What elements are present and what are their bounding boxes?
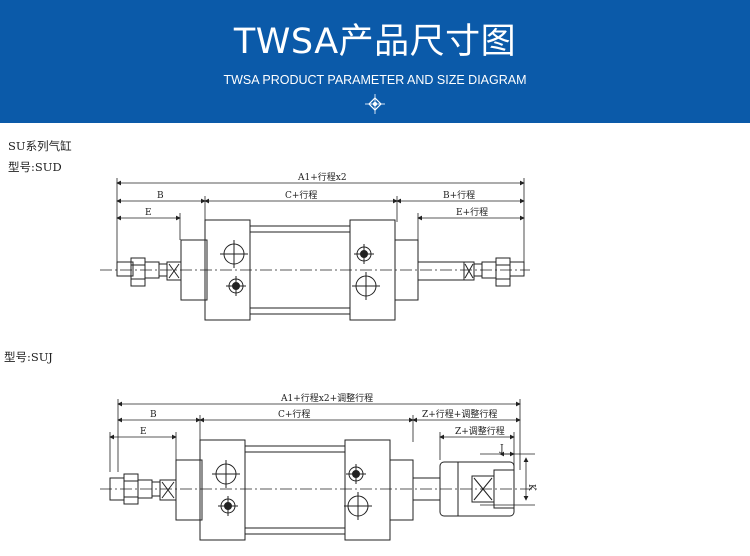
suj-ports <box>212 460 372 520</box>
dim-a1-suj: A1+行程x2+调整行程 <box>280 392 373 404</box>
dim-z-full: Z+行程+调整行程 <box>422 408 497 420</box>
dim-k: K <box>526 484 536 491</box>
dim-c-suj: C+行程 <box>278 408 310 420</box>
model-label-suj: 型号:SUJ <box>4 350 53 364</box>
dim-b-stroke: B+行程 <box>443 189 475 201</box>
suj-left-rod <box>109 459 203 521</box>
dim-b-suj: B <box>150 410 157 420</box>
suj-drawing: A1+行程x2+调整行程 B C+行程 Z+行程+调整行程 E Z+调整行程 J… <box>100 392 540 541</box>
dim-e-suj: E <box>140 427 147 437</box>
suj-left-endcap <box>199 439 246 541</box>
model-label-sud: 型号:SUD <box>8 160 62 174</box>
technical-drawing: A1+行程x2 B C+行程 B+行程 E E+行程 <box>100 171 540 541</box>
crosshair-diamond-icon <box>365 94 385 114</box>
dim-c: C+行程 <box>285 189 317 201</box>
suj-barrel <box>245 445 345 535</box>
sud-dimensions <box>116 178 525 262</box>
dim-a1: A1+行程x2 <box>297 171 347 183</box>
page-subtitle: TWSA PRODUCT PARAMETER AND SIZE DIAGRAM <box>223 73 527 87</box>
suj-dimensions <box>109 399 535 506</box>
sud-left-rod <box>116 239 208 301</box>
series-label: SU系列气缸 <box>8 139 72 153</box>
dim-e: E <box>145 208 152 218</box>
suj-right-rod <box>389 459 515 521</box>
dim-e-stroke: E+行程 <box>456 206 488 218</box>
page-title: TWSA产品尺寸图 <box>233 22 517 62</box>
dim-z-adj: Z+调整行程 <box>455 425 505 437</box>
header-banner: TWSA产品尺寸图 TWSA PRODUCT PARAMETER AND SIZ… <box>0 0 750 123</box>
sud-barrel <box>250 225 350 315</box>
dim-b: B <box>157 191 164 201</box>
suj-right-endcap <box>344 439 391 541</box>
sud-ports <box>220 240 380 300</box>
dim-j: J <box>499 444 504 454</box>
sud-drawing: A1+行程x2 B C+行程 B+行程 E E+行程 <box>100 171 530 321</box>
